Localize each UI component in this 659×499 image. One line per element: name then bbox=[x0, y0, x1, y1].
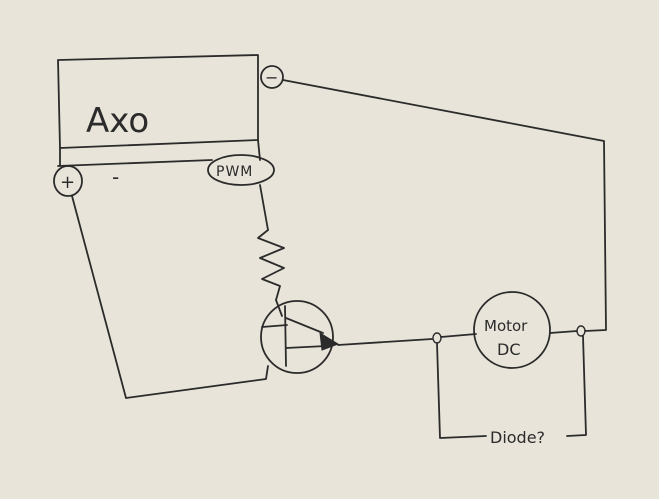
motor-dc: Motor DC bbox=[473, 291, 551, 369]
wire-positive-supply bbox=[71, 195, 269, 399]
positive-terminal: + bbox=[53, 165, 83, 197]
diode-label: Diode? bbox=[490, 428, 545, 447]
wire-pwm-to-resistor bbox=[259, 184, 269, 231]
negative-label-left: - bbox=[112, 165, 119, 189]
wire-motor-to-node-right bbox=[549, 330, 578, 334]
wire-negative-return bbox=[282, 79, 607, 332]
pwm-pin: PWM bbox=[207, 154, 275, 186]
wire-resistor-to-base bbox=[275, 299, 283, 317]
transistor-arrow bbox=[319, 332, 340, 351]
axo-board-label: Axo bbox=[86, 101, 149, 141]
wire-node-to-motor-left bbox=[440, 333, 477, 338]
resistor-symbol bbox=[257, 229, 285, 301]
axo-board: Axo bbox=[57, 54, 261, 167]
motor-label-line1: Motor bbox=[484, 317, 528, 335]
negative-terminal-top-symbol: − bbox=[265, 68, 278, 87]
positive-terminal-symbol: + bbox=[60, 172, 75, 193]
wire-transistor-to-motor bbox=[337, 338, 433, 346]
wire-diode-branch bbox=[436, 335, 587, 439]
motor-label-line2: DC bbox=[497, 340, 521, 359]
transistor-symbol bbox=[260, 300, 340, 374]
negative-terminal-top: − bbox=[260, 65, 284, 89]
pwm-pin-label: PWM bbox=[216, 164, 253, 180]
